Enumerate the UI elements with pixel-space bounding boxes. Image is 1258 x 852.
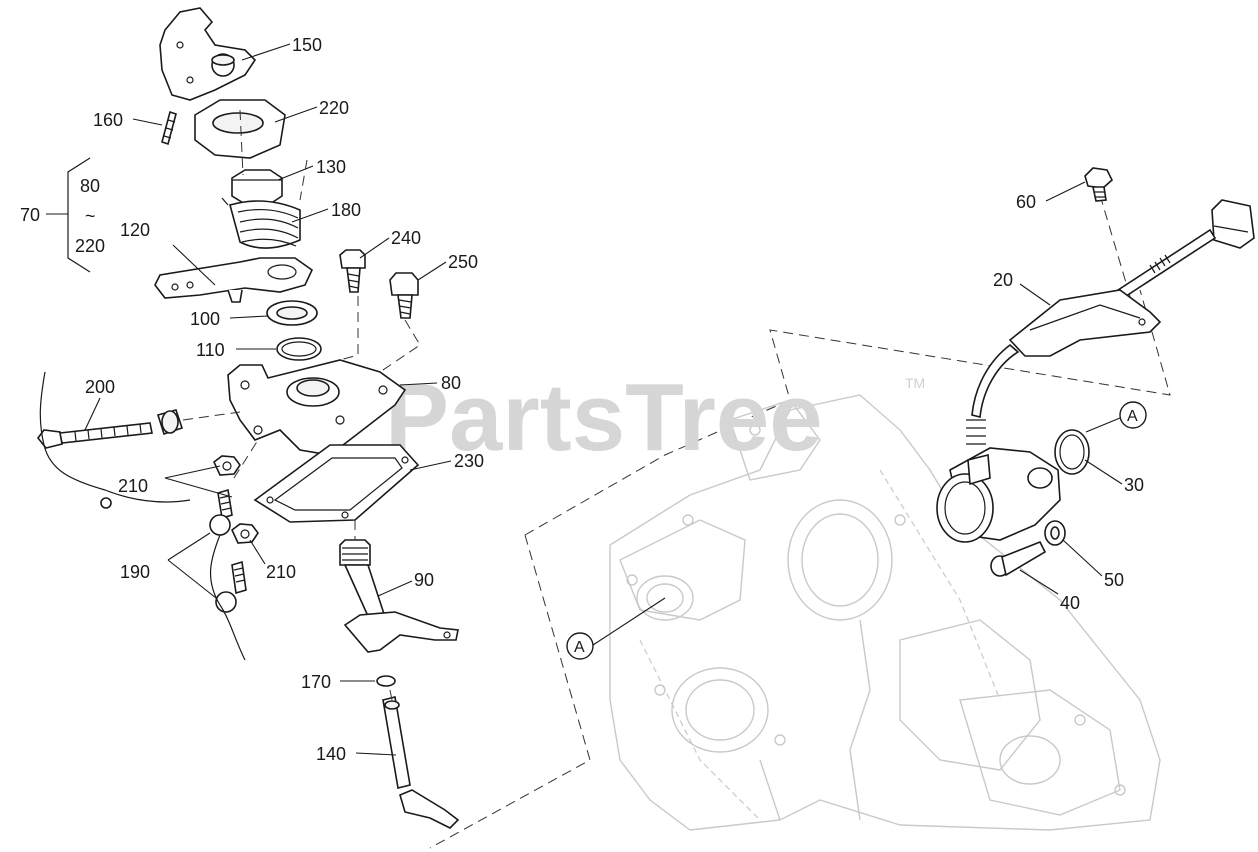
part-20-harness: [966, 199, 1255, 445]
callout-a-left-text: A: [574, 639, 585, 656]
part-220-cam: [194, 99, 286, 159]
part-labels: 150 220 160 130 80 ~ 70 220 180 120 240 …: [20, 35, 1144, 764]
part-170-clip: [376, 675, 396, 687]
label-80: 80: [441, 373, 461, 393]
label-210-upper: 210: [118, 476, 148, 496]
label-160: 160: [93, 110, 123, 130]
part-140-rod: [382, 696, 460, 829]
label-210-lower: 210: [266, 562, 296, 582]
label-50: 50: [1104, 570, 1124, 590]
label-170: 170: [301, 672, 331, 692]
label-140: 140: [316, 744, 346, 764]
wire-lower: [209, 534, 246, 661]
label-30: 30: [1124, 475, 1144, 495]
part-230-gasket: [253, 444, 420, 523]
part-120-lever-arm: [154, 257, 314, 303]
label-110: 110: [196, 340, 225, 360]
label-20: 20: [993, 270, 1013, 290]
part-80-housing: [227, 359, 407, 456]
label-150: 150: [292, 35, 322, 55]
part-50-washer: [1044, 520, 1066, 546]
label-220-top: 220: [319, 98, 349, 118]
part-90-shaft: [339, 539, 459, 653]
label-130: 130: [316, 157, 346, 177]
label-220-group: 220: [75, 236, 105, 256]
label-60: 60: [1016, 192, 1036, 212]
part-240-bolt: [339, 249, 366, 293]
label-tilde: ~: [85, 206, 96, 226]
part-150-lever: [159, 7, 257, 101]
leader-lines: [84, 43, 1123, 756]
label-250: 250: [448, 252, 478, 272]
part-40-screw: [990, 540, 1047, 577]
part-100-washer: [266, 300, 318, 326]
part-130-nut: [231, 169, 283, 205]
label-100: 100: [190, 309, 220, 329]
label-90: 90: [414, 570, 434, 590]
label-230: 230: [454, 451, 484, 471]
callout-a-left: A: [566, 632, 594, 660]
part-110-oring: [276, 337, 322, 361]
label-80-group: 80: [80, 176, 100, 196]
solenoid-body: [936, 447, 1061, 543]
label-190: 190: [120, 562, 150, 582]
part-spacer: [156, 409, 184, 436]
part-190-screw-lower: [215, 560, 247, 613]
watermark-trademark: TM: [905, 375, 925, 391]
group-bracket-70: [67, 157, 91, 273]
callout-a-right-text: A: [1127, 408, 1138, 425]
part-60-bolt: [1084, 167, 1113, 202]
label-40: 40: [1060, 593, 1080, 613]
watermark-text: PartsTree: [385, 364, 823, 471]
part-190-screw-upper: [209, 488, 233, 536]
part-250-bolt: [389, 272, 419, 319]
part-210-nut-lower: [231, 523, 259, 544]
label-70: 70: [20, 205, 40, 225]
part-200-bolt: [36, 371, 191, 509]
part-210-nut-upper: [213, 455, 241, 476]
callout-a-right: A: [1119, 401, 1147, 429]
label-240: 240: [391, 228, 421, 248]
part-180-spring: [221, 197, 301, 249]
part-30-oring: [1054, 429, 1090, 475]
label-120: 120: [120, 220, 150, 240]
engine-block-ghost: [609, 394, 1161, 831]
part-160-pin: [161, 110, 177, 146]
label-200: 200: [85, 377, 115, 397]
label-180: 180: [331, 200, 361, 220]
